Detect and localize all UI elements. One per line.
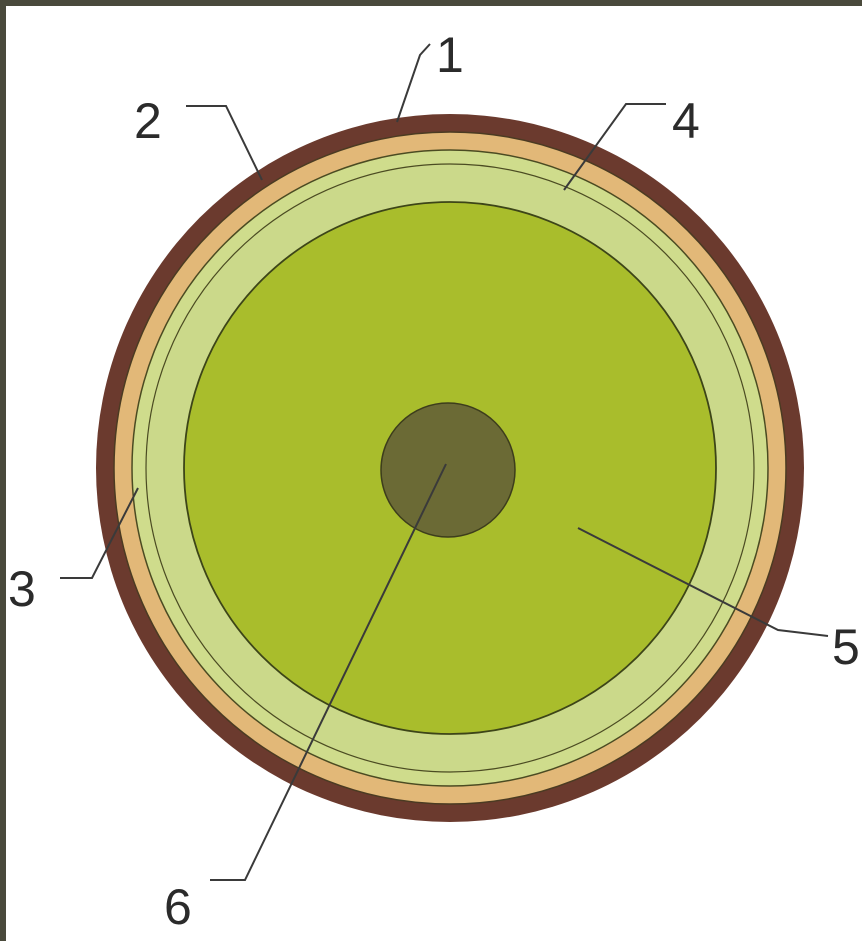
leader-line-2	[186, 106, 262, 180]
label-3: 3	[8, 561, 36, 617]
leader-line-1	[397, 44, 430, 122]
label-6: 6	[164, 879, 192, 935]
cross-section-diagram: 1 2 3 4 5 6	[6, 6, 862, 941]
layer-6-center	[381, 403, 515, 537]
diagram-panel: 1 2 3 4 5 6	[6, 6, 862, 941]
label-4: 4	[672, 93, 700, 149]
label-5: 5	[832, 619, 860, 675]
label-2: 2	[134, 93, 162, 149]
label-1: 1	[436, 27, 464, 83]
